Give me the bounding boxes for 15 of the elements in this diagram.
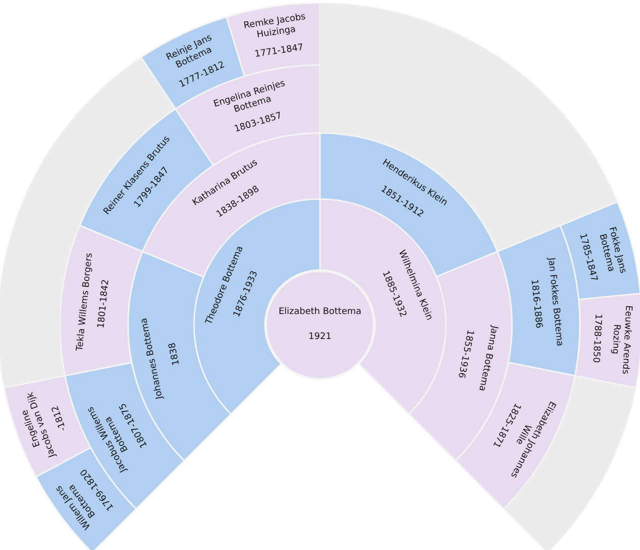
person-name: Johannes Bottema <box>139 316 166 400</box>
person-name: Jan Fokkes Bottema <box>544 257 564 347</box>
life-dates: 1838 <box>168 341 183 366</box>
person-name: Fokke Jans Bottema <box>597 225 629 275</box>
person-name: Eeuwke Arends Rozing <box>608 304 633 375</box>
person-name: Remke Jacobs Huizinga <box>242 12 308 42</box>
person-name: Tekla Willems Borgers <box>75 252 96 352</box>
life-dates: -1812 <box>50 404 70 432</box>
life-dates: 1771-1847 <box>254 42 305 62</box>
life-dates: 1921 <box>308 332 332 343</box>
life-dates: 1801-1842 <box>96 278 112 329</box>
life-dates: 1816-1886 <box>528 278 544 329</box>
life-dates: 1788-1850 <box>588 314 602 364</box>
person-name: Janna Bottema <box>475 324 500 392</box>
person-name: Elizabeth Bottema <box>278 307 362 318</box>
